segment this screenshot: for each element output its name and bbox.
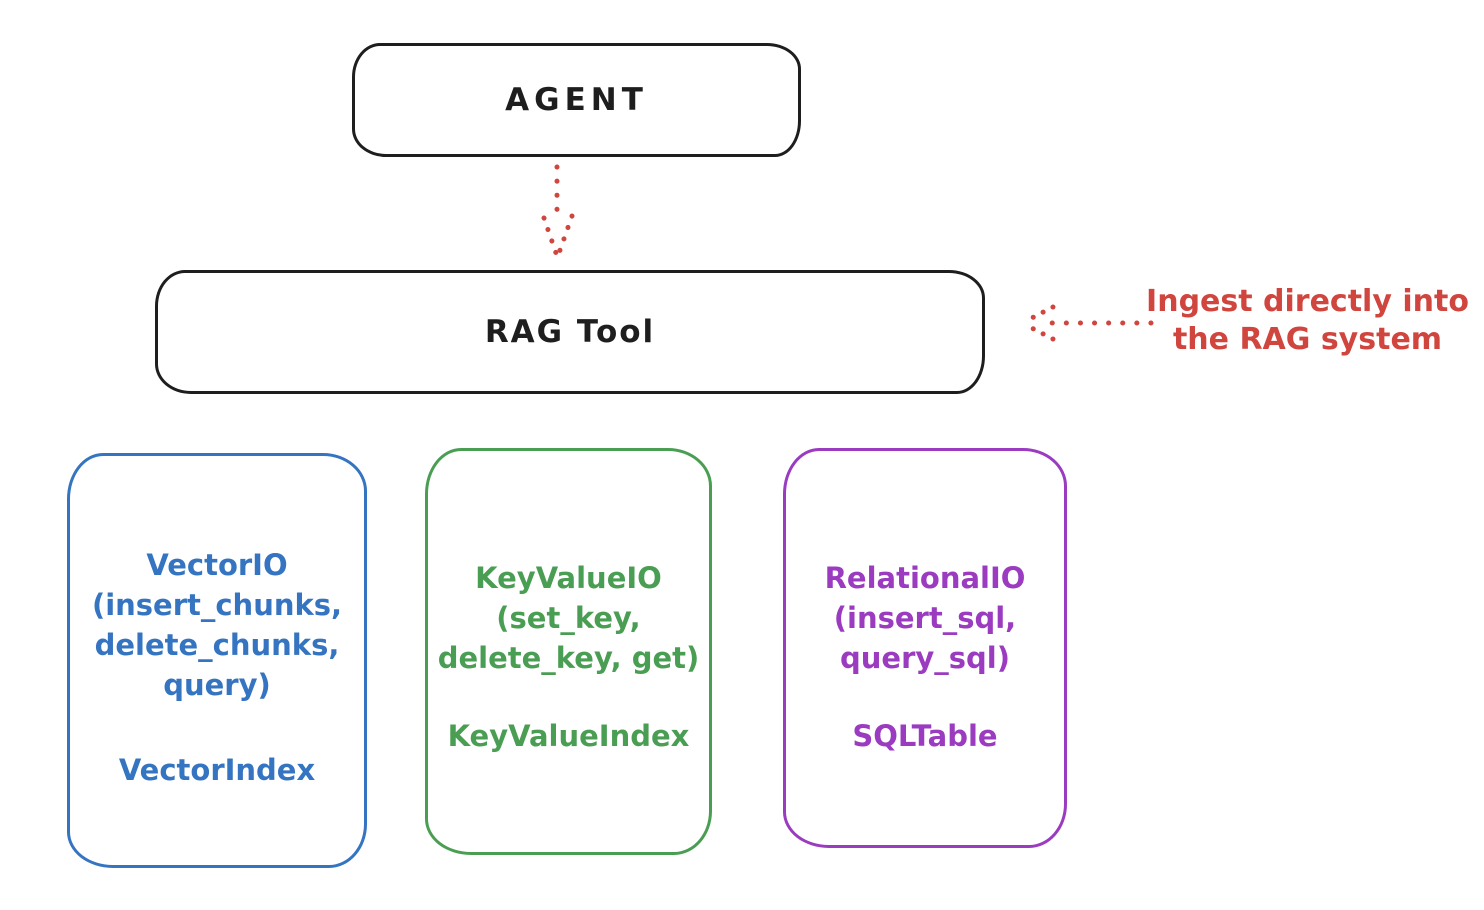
rag-tool-label: RAG Tool [484,314,656,350]
keyvalue-index-label: KeyValueIndex [447,719,690,753]
sql-table-label: SQLTable [852,719,998,753]
keyvalue-io-box: KeyValueIO (set_key, delete_key, get) Ke… [425,448,712,855]
agent-label: AGENT [505,82,648,118]
ingest-annotation-text: Ingest directly into the RAG system [1146,284,1469,357]
relational-io-box: RelationalIO (insert_sql, query_sql) SQL… [783,448,1067,848]
vector-io-signature: VectorIO (insert_chunks, delete_chunks, … [91,548,343,702]
vector-index-label: VectorIndex [118,753,316,787]
rag-tool-box: RAG Tool [155,270,985,394]
relational-io-signature: RelationalIO (insert_sql, query_sql) [824,561,1026,675]
agent-box: AGENT [352,43,801,157]
vector-io-box: VectorIO (insert_chunks, delete_chunks, … [67,453,367,868]
agent-to-ragtool-dotted-arrow-icon [541,164,575,256]
keyvalue-io-signature: KeyValueIO (set_key, delete_key, get) [437,561,700,675]
ingest-dotted-arrow-icon [1021,304,1154,342]
